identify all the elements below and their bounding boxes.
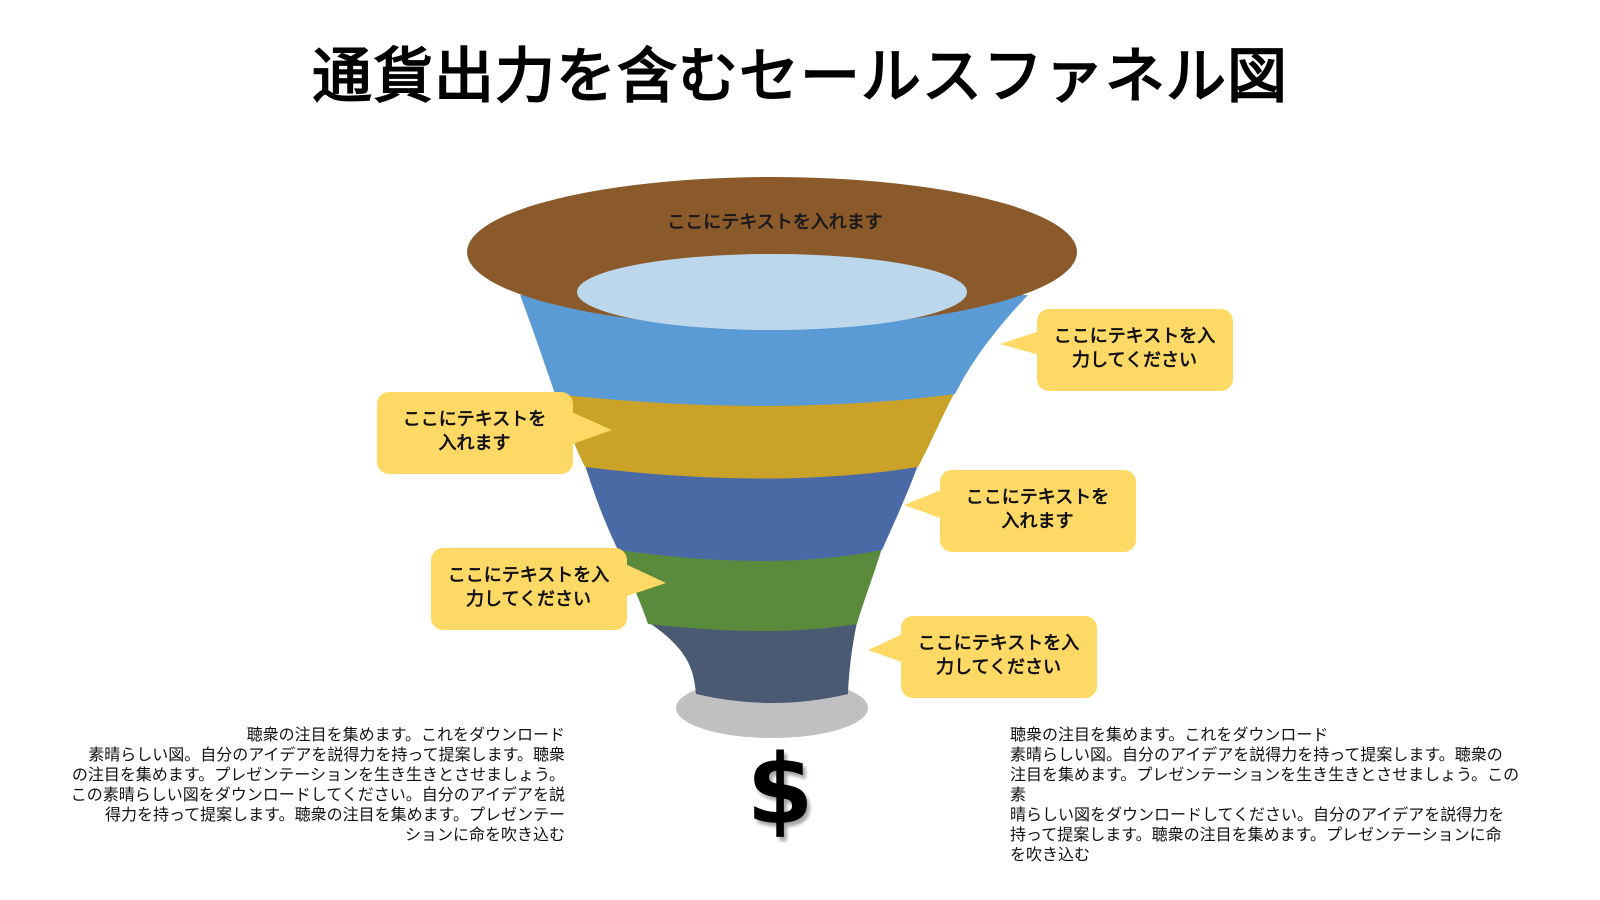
callout-right-2[interactable]: ここにテキストを 入れます [965,487,1110,532]
description-right: 聴衆の注目を集めます。これをダウンロード 素晴らしい図。自分のアイデアを説得力を… [1010,725,1520,864]
callout-right-3[interactable]: ここにテキストを入 力してください [917,633,1080,678]
page-title: 通貨出力を含むセールスファネル図 [312,42,1288,112]
callout-shape-left-1 [377,392,612,474]
callout-left-2[interactable]: ここにテキストを入 力してください [447,565,610,610]
funnel-band-2[interactable] [555,392,955,479]
callout-shape-right-1 [1000,309,1233,391]
callout-shape-left-2 [431,548,666,630]
funnel-band-5[interactable] [648,622,857,703]
funnel-band-4[interactable] [618,548,882,631]
funnel-band-1[interactable] [520,295,1028,406]
callout-shape-right-3 [868,616,1097,698]
dollar-icon: $ [746,734,814,846]
description-left: 聴衆の注目を集めます。これをダウンロード 素晴らしい図。自分のアイデアを説得力を… [70,725,565,844]
callout-right-1[interactable]: ここにテキストを入 力してください [1053,326,1216,371]
callout-left-1[interactable]: ここにテキストを 入れます [402,409,547,454]
callout-shape-right-2 [904,470,1136,552]
funnel-top-label: ここにテキストを入れます [667,212,883,233]
funnel-band-3[interactable] [585,465,918,561]
funnel-opening [577,254,967,330]
